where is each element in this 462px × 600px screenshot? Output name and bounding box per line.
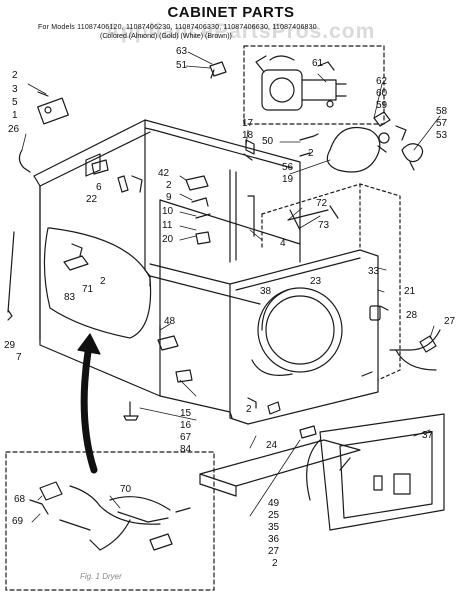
callout-28: 28 bbox=[406, 310, 418, 321]
callout-68: 68 bbox=[14, 494, 26, 505]
callout-62: 62 bbox=[376, 76, 388, 87]
callout-59: 59 bbox=[376, 100, 388, 111]
wiring-inset bbox=[5, 451, 215, 591]
callout-20: 20 bbox=[162, 234, 174, 245]
callout-57: 57 bbox=[436, 118, 448, 129]
pointer-arrow-head bbox=[77, 333, 101, 355]
screw-50 bbox=[299, 133, 319, 141]
callout-7: 7 bbox=[16, 352, 22, 363]
callout-48: 48 bbox=[164, 316, 176, 327]
callout-67: 67 bbox=[180, 432, 192, 443]
callout-71: 71 bbox=[82, 284, 94, 295]
callout-73: 73 bbox=[318, 220, 330, 231]
callout-2-side: 2 bbox=[100, 276, 106, 287]
callout-37: 37 bbox=[422, 430, 434, 441]
small-parts bbox=[7, 91, 441, 439]
access-panel bbox=[306, 413, 445, 531]
cabinet-frame bbox=[33, 119, 301, 419]
callout-25: 25 bbox=[268, 510, 280, 521]
toe-panel bbox=[199, 439, 361, 497]
callout-11: 11 bbox=[162, 220, 173, 231]
pointer-arrow bbox=[80, 348, 98, 474]
callout-38: 38 bbox=[260, 286, 272, 297]
screw-2 bbox=[299, 152, 311, 157]
callout-17: 17 bbox=[242, 118, 254, 129]
color-codes: (Colored (Almond) (Gold) (White) (Brown)… bbox=[100, 33, 232, 40]
callout-61: 61 bbox=[312, 58, 324, 69]
callout-83: 83 bbox=[64, 292, 76, 303]
callout-21: 21 bbox=[404, 286, 416, 297]
callout-53: 53 bbox=[436, 130, 448, 141]
front-panel bbox=[229, 249, 381, 425]
callout-33: 33 bbox=[368, 266, 380, 277]
callout-49: 49 bbox=[268, 498, 280, 509]
callout-5: 5 bbox=[12, 97, 18, 108]
callout-84: 84 bbox=[180, 444, 192, 455]
callout-19: 19 bbox=[282, 174, 294, 185]
callout-51: 51 bbox=[176, 60, 188, 71]
footer-caption: Fig. 1 Dryer bbox=[80, 572, 122, 581]
right-side-panel bbox=[261, 183, 401, 381]
page-title: CABINET PARTS bbox=[167, 4, 295, 21]
drive-belt bbox=[326, 126, 381, 173]
idler-assembly bbox=[373, 111, 424, 171]
callout-18: 18 bbox=[242, 130, 254, 141]
callout-36: 36 bbox=[268, 534, 280, 545]
callout-56: 56 bbox=[282, 162, 294, 173]
callout-3: 3 bbox=[12, 84, 18, 95]
callout-2-lower: 2 bbox=[272, 558, 278, 569]
callout-27: 27 bbox=[444, 316, 456, 327]
callout-16: 16 bbox=[180, 420, 192, 431]
callout-2: 2 bbox=[12, 70, 18, 81]
callout-26: 26 bbox=[8, 124, 20, 135]
callout-10: 10 bbox=[162, 206, 174, 217]
callout-2-belt: 2 bbox=[308, 148, 314, 159]
callout-58: 58 bbox=[436, 106, 448, 117]
motor-clip bbox=[209, 61, 227, 79]
callout-6: 6 bbox=[96, 182, 102, 193]
callout-22: 22 bbox=[86, 194, 98, 205]
callout-2-bracket: 2 bbox=[166, 180, 172, 191]
callout-72: 72 bbox=[316, 198, 328, 209]
leader-lines bbox=[21, 51, 441, 523]
callout-24: 24 bbox=[266, 440, 278, 451]
callout-23: 23 bbox=[310, 276, 322, 287]
callout-9: 9 bbox=[166, 192, 172, 203]
callout-70: 70 bbox=[120, 484, 132, 495]
callout-63: 63 bbox=[176, 46, 188, 57]
callout-2-kick: 2 bbox=[246, 404, 252, 415]
callout-42: 42 bbox=[158, 168, 170, 179]
callout-15: 15 bbox=[180, 408, 192, 419]
motor-inset bbox=[243, 45, 385, 125]
callout-1: 1 bbox=[12, 110, 18, 121]
model-numbers: For Models 11087406120, 11087406230, 110… bbox=[38, 24, 317, 31]
callout-29: 29 bbox=[4, 340, 16, 351]
callout-60: 60 bbox=[376, 88, 388, 99]
callout-4: 4 bbox=[280, 238, 286, 249]
callout-69: 69 bbox=[12, 516, 24, 527]
callout-35: 35 bbox=[268, 522, 280, 533]
callout-27-lower: 27 bbox=[268, 546, 280, 557]
callout-50: 50 bbox=[262, 136, 274, 147]
